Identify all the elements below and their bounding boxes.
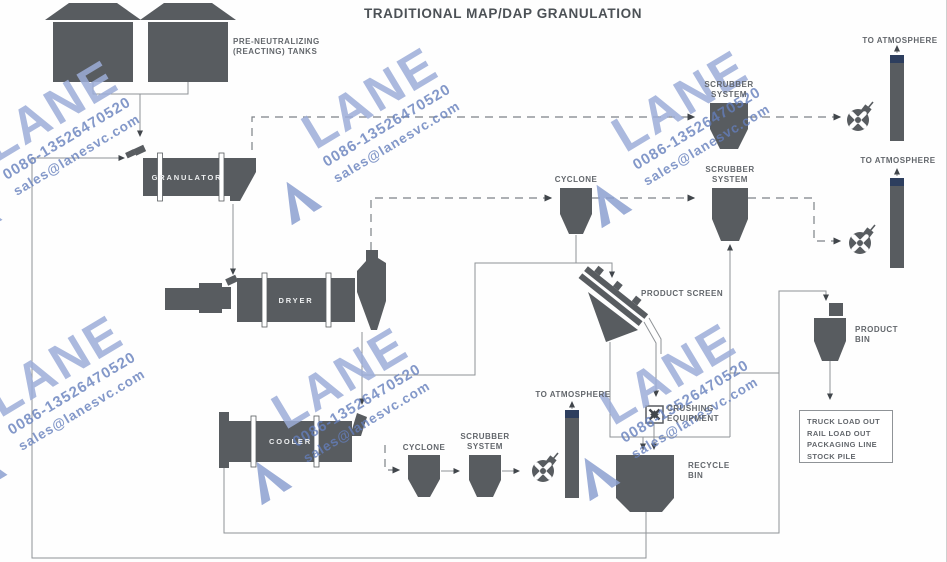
dryer-burner-1 bbox=[165, 288, 199, 310]
cyclone-top bbox=[560, 188, 592, 234]
granulator-discharge bbox=[230, 158, 256, 201]
cooler-feed-chute bbox=[350, 413, 367, 436]
scrubber-system-3 bbox=[469, 455, 501, 497]
crusher-icon bbox=[645, 405, 664, 424]
load-out-line: RAIL LOAD OUT bbox=[807, 428, 871, 438]
granulator-ring-1 bbox=[157, 152, 163, 202]
tanks-label: PRE-NEUTRALIZING (REACTING) TANKS bbox=[233, 37, 320, 56]
granulator-ring-2 bbox=[218, 152, 225, 202]
tank-1 bbox=[53, 22, 133, 82]
fan-icon-bottom bbox=[532, 453, 558, 482]
product-bin-label: PRODUCT BIN bbox=[855, 325, 899, 344]
load-out-line: TRUCK LOAD OUT bbox=[807, 417, 881, 426]
stack-3 bbox=[565, 418, 579, 498]
product-screen-hopper bbox=[588, 292, 638, 342]
scrubber-2-label: SCRUBBER SYSTEM bbox=[705, 165, 755, 184]
dryer-discharge-head bbox=[357, 250, 386, 330]
stack-2 bbox=[890, 186, 904, 268]
granulator-side-chute-icon bbox=[125, 149, 136, 159]
stack-2-cap bbox=[890, 178, 904, 186]
dryer-ring-2 bbox=[325, 272, 332, 328]
dryer-burner-2 bbox=[199, 283, 222, 313]
tank-1-roof bbox=[45, 3, 141, 20]
cooler-endcap bbox=[219, 412, 229, 468]
to-atmosphere-2-label: TO ATMOSPHERE bbox=[860, 156, 936, 165]
stack-1 bbox=[890, 63, 904, 141]
recycle-bin-label: RECYCLE BIN bbox=[688, 461, 730, 480]
dryer-drum bbox=[237, 278, 355, 322]
tank-2-roof bbox=[140, 3, 236, 20]
stack-1-cap bbox=[890, 55, 904, 63]
recycle-bin bbox=[616, 455, 674, 512]
dryer-feed-chute-icon bbox=[225, 274, 239, 286]
granulator-label: GRANULATOR bbox=[151, 173, 223, 182]
fan-icon-middle bbox=[849, 225, 875, 254]
granulator-feed-chute-icon bbox=[133, 144, 147, 156]
crushing-equipment-label: CRUSHING EQUIPMENT bbox=[667, 404, 720, 423]
cyclone-bottom-label: CYCLONE bbox=[402, 443, 446, 452]
stack-3-cap bbox=[565, 410, 579, 418]
tank-2 bbox=[148, 22, 228, 82]
fan-icon-top bbox=[847, 102, 873, 131]
to-atmosphere-3-label: TO ATMOSPHERE bbox=[535, 390, 611, 399]
cooler-ring-2 bbox=[313, 415, 320, 468]
load-out-line: PACKAGING LINE bbox=[807, 440, 878, 449]
cyclone-top-label: CYCLONE bbox=[554, 175, 598, 184]
cyclone-bottom bbox=[408, 455, 440, 497]
product-bin-feed bbox=[829, 303, 843, 316]
scrubber-system-1 bbox=[710, 103, 748, 149]
cooler-label: COOLER bbox=[269, 437, 312, 446]
to-atmosphere-1-label: TO ATMOSPHERE bbox=[862, 36, 938, 45]
dryer-label: DRYER bbox=[278, 296, 314, 305]
load-out-box: TRUCK LOAD OUT RAIL LOAD OUT PACKAGING L… bbox=[799, 410, 893, 463]
product-screen-deck bbox=[578, 265, 649, 326]
solid-flow-lines bbox=[31, 45, 900, 559]
scrubber-1-label: SCRUBBER SYSTEM bbox=[704, 80, 754, 99]
scrubber-system-2 bbox=[712, 188, 748, 241]
load-out-line: STOCK PILE bbox=[807, 451, 856, 461]
dryer-burner-3 bbox=[222, 287, 231, 309]
dryer-ring-1 bbox=[261, 272, 268, 328]
product-screen-label: PRODUCT SCREEN bbox=[641, 289, 724, 298]
diagram-title: TRADITIONAL MAP/DAP GRANULATION bbox=[363, 6, 643, 21]
scrubber-3-label: SCRUBBER SYSTEM bbox=[460, 432, 510, 451]
product-bin bbox=[814, 318, 846, 361]
